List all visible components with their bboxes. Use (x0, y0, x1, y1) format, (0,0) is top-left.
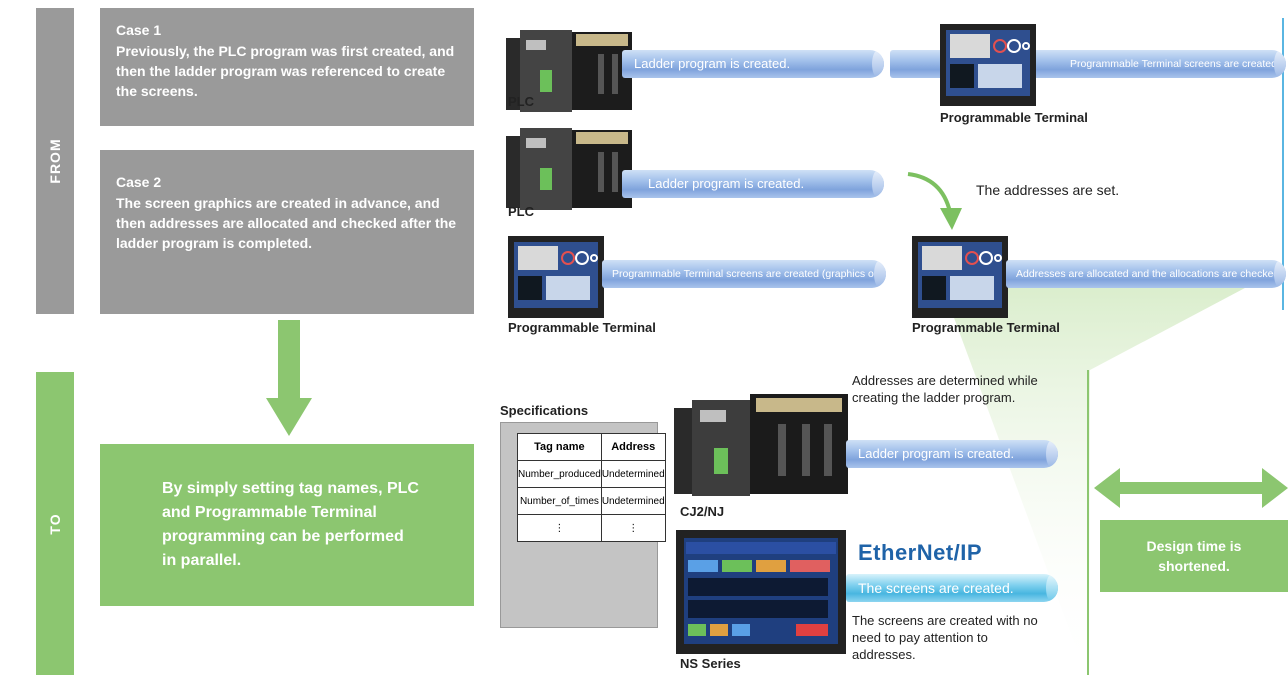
table-cell: Undetermined (600, 487, 666, 515)
from-sidebar: FROM (36, 8, 74, 314)
row2-arrow-note: The addresses are set. (976, 182, 1120, 198)
to-screens-tube: The screens are created. (846, 574, 1058, 602)
table-cell: ⋮ (517, 514, 602, 542)
row1-ladder-tube: Ladder program is created. (622, 50, 884, 78)
case2-box: Case 2 The screen graphics are created i… (100, 150, 474, 314)
cj2-label: CJ2/NJ (680, 504, 725, 519)
row2-pt-alloc-tube: Addresses are allocated and the allocati… (1006, 260, 1286, 288)
row1-pt-text: Programmable Terminal screens are create… (1070, 58, 1280, 70)
ns-series-device-icon (676, 530, 846, 654)
design-time-box: Design time is shortened. (1100, 520, 1288, 592)
ethernet-ip-text: EtherNet/IP (858, 540, 983, 565)
table-cell: ⋮ (600, 514, 666, 542)
pt-device-icon (508, 236, 604, 318)
to-ladder-tube: Ladder program is created. (846, 440, 1058, 468)
spec-header-address: Address (600, 433, 666, 461)
table-cell: Undetermined (600, 460, 666, 488)
row2-ladder-tube: Ladder program is created. (622, 170, 884, 198)
down-arrow-icon (266, 320, 312, 436)
pt-device-icon (940, 24, 1036, 106)
table-row: Number_of_times Undetermined (517, 487, 666, 515)
plc-device-icon (506, 128, 632, 210)
table-row: Number_produced Undetermined (517, 460, 666, 488)
plc-device-icon (506, 30, 632, 112)
row2-pt2-label: Programmable Terminal (912, 320, 1060, 335)
result-text: By simply setting tag names, PLC and Pro… (162, 480, 419, 569)
to-sidebar: TO (36, 372, 74, 675)
row2-plc-label: PLC (508, 204, 534, 219)
spec-table: Tag name Address Number_produced Undeter… (517, 433, 666, 542)
from-label: FROM (47, 138, 63, 184)
result-box: By simply setting tag names, PLC and Pro… (100, 444, 474, 606)
case2-title: Case 2 (116, 174, 162, 190)
pt-device-icon (912, 236, 1008, 318)
row1-plc-label: PLC (508, 94, 534, 109)
addr-note: Addresses are determined while creating … (852, 373, 1038, 405)
case1-title: Case 1 (116, 22, 162, 38)
row2-pt-graphics-text: Programmable Terminal screens are create… (612, 268, 886, 280)
case1-text: Previously, the PLC program was first cr… (116, 43, 455, 99)
double-arrow-icon (1094, 468, 1288, 508)
row2-pt-graphics-tube: Programmable Terminal screens are create… (602, 260, 886, 288)
spec-header-row: Tag name Address (517, 433, 666, 461)
spec-title: Specifications (500, 403, 589, 418)
table-row: ⋮ ⋮ (517, 514, 666, 542)
row2-ladder-text: Ladder program is created. (648, 176, 805, 191)
row2-pt-alloc-text: Addresses are allocated and the allocati… (1016, 268, 1280, 280)
spec-header-tag: Tag name (517, 433, 602, 461)
to-ladder-text: Ladder program is created. (858, 446, 1015, 461)
to-label: TO (47, 512, 63, 535)
curved-arrow-icon (907, 172, 962, 230)
ns-series-label: NS Series (680, 656, 741, 671)
case1-box: Case 1 Previously, the PLC program was f… (100, 8, 474, 126)
time-saving-wedge (940, 280, 1260, 680)
to-screens-text: The screens are created. (858, 580, 1014, 596)
row1-ladder-text: Ladder program is created. (634, 56, 791, 71)
screens-note: The screens are created with no need to … (852, 613, 1038, 662)
row2-pt1-label: Programmable Terminal (508, 320, 656, 335)
table-cell: Number_of_times (517, 487, 602, 515)
row1-pt-label: Programmable Terminal (940, 110, 1088, 125)
case2-text: The screen graphics are created in advan… (116, 195, 457, 251)
spec-panel: Tag name Address Number_produced Undeter… (500, 422, 666, 628)
design-time-text: Design time is shortened. (1146, 538, 1242, 574)
to-divider-line (1087, 370, 1089, 675)
cj2-device-icon (674, 394, 848, 496)
ethernet-ip-logo: EtherNet/IP (858, 540, 982, 566)
table-cell: Number_produced (517, 460, 602, 488)
from-divider (1282, 18, 1284, 310)
